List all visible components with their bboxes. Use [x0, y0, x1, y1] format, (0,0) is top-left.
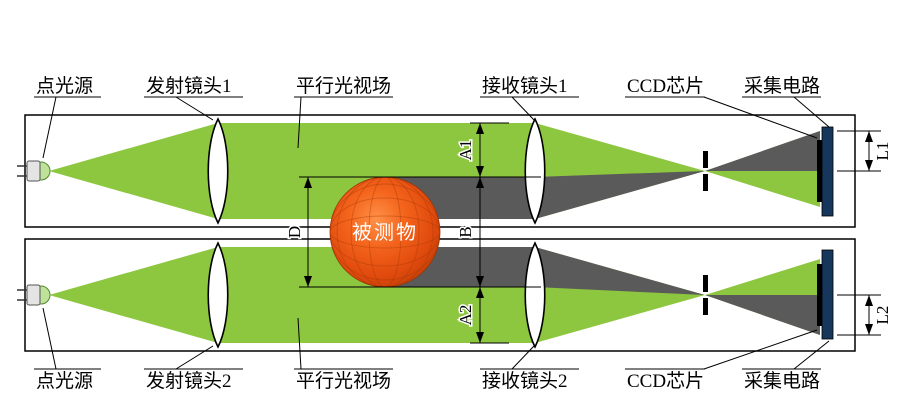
dimension-L1-arrow-down [865, 160, 873, 171]
aperture-stop-1 [703, 151, 708, 191]
dimension-A1-label: A1 [456, 140, 475, 161]
light-source-1 [17, 160, 51, 182]
receiver-lens-1 [524, 117, 546, 225]
leader-acquisition-circuit-bottom [793, 340, 830, 370]
dimension-A2: A2 [454, 287, 484, 343]
label-ccd-chip-bottom: CCD芯片 [627, 370, 704, 392]
dimension-A1-arrow-down [476, 166, 484, 177]
ccd-chip-2 [817, 264, 822, 326]
dimension-B-label: B [456, 226, 475, 237]
source2-body [26, 284, 41, 306]
label-parallel-field-top: 平行光视场 [296, 75, 391, 97]
measured-object: 被测物 [329, 176, 441, 288]
dimension-D-arrow-up [304, 177, 312, 188]
emitter-lens-2 [207, 241, 229, 349]
object-sphere-mesh [330, 177, 440, 287]
ccd-board-2 [821, 249, 834, 340]
channel2-post-aperture-shadow [705, 295, 820, 335]
channel1-converging-shadow [535, 171, 705, 219]
label-receiver-lens-2: 接收镜头2 [482, 370, 568, 392]
label-parallel-field-bottom: 平行光视场 [296, 370, 391, 392]
leader-ccd-chip-bottom [703, 329, 818, 370]
aperture1-upper-blade [703, 151, 708, 168]
leader-point-source-bottom [42, 307, 57, 370]
label-emitter-lens-2: 发射镜头2 [146, 370, 232, 392]
source1-body [26, 160, 41, 182]
dimension-L1-label: L1 [873, 142, 892, 161]
label-acquisition-circuit-top: 采集电路 [744, 75, 820, 97]
ccd-chip-1 [817, 140, 822, 202]
dimension-B-arrow-down [476, 276, 484, 287]
dimension-B: B [454, 177, 484, 287]
leader-ccd-chip-top [703, 96, 818, 139]
channel1-post-aperture-shadow [705, 131, 820, 171]
extension-lines [299, 122, 881, 344]
label-point-source-top: 点光源 [36, 75, 93, 97]
bottom-labels: 点光源 发射镜头2 平行光视场 接收镜头2 CCD芯片 采集电路 [34, 307, 830, 392]
measured-object-label: 被测物 [352, 221, 418, 244]
top-labels: 点光源 发射镜头1 平行光视场 接收镜头1 CCD芯片 采集电路 [34, 75, 830, 159]
leader-emitter-lens-2 [175, 345, 214, 370]
dimension-L2: L2 [865, 295, 893, 335]
dimension-L1: L1 [865, 131, 893, 171]
ccd-assembly-2 [817, 249, 834, 340]
light-source-2 [17, 284, 51, 306]
dimension-L2-label: L2 [873, 306, 892, 325]
dimension-D: D [283, 177, 312, 287]
dimension-A2-label: A2 [456, 305, 475, 326]
channel2-beams [49, 247, 820, 343]
dimension-L2-arrow-down [865, 324, 873, 335]
leader-acquisition-circuit-top [793, 96, 830, 128]
aperture2-lower-blade [703, 298, 708, 315]
channel1-source-cone [49, 123, 218, 219]
label-receiver-lens-1: 接收镜头1 [482, 75, 568, 97]
aperture-stop-2 [703, 275, 708, 315]
dimension-A2-arrow-down [476, 332, 484, 343]
dimension-D-label: D [285, 226, 304, 238]
channel2-source-cone [49, 247, 218, 343]
leader-point-source-top [42, 96, 57, 159]
leader-receiver-lens-2 [511, 345, 535, 370]
dimension-B-arrow-up [476, 177, 484, 188]
dimension-A1: A1 [454, 123, 484, 177]
aperture1-lower-blade [703, 174, 708, 191]
dimension-A1-arrow-up [476, 123, 484, 134]
ccd-board-1 [821, 126, 834, 217]
label-emitter-lens-1: 发射镜头1 [146, 75, 232, 97]
leader-receiver-lens-1 [511, 96, 535, 121]
emitter-lens-1 [207, 117, 229, 225]
aperture2-upper-blade [703, 275, 708, 292]
label-point-source-bottom: 点光源 [36, 370, 93, 392]
ccd-assembly-1 [817, 126, 834, 217]
dimension-L1-arrow-up [865, 131, 873, 142]
dimension-A2-arrow-up [476, 287, 484, 298]
dimension-D-arrow-down [304, 276, 312, 287]
label-acquisition-circuit-bottom: 采集电路 [744, 370, 820, 392]
leader-emitter-lens-1 [175, 96, 214, 121]
receiver-lens-2 [524, 241, 546, 349]
leader-parallel-field-bottom [297, 317, 302, 370]
dimension-L2-arrow-up [865, 295, 873, 306]
leader-parallel-field-top [297, 96, 302, 149]
channel2-converging-shadow [535, 247, 705, 295]
label-ccd-chip-top: CCD芯片 [627, 75, 704, 97]
